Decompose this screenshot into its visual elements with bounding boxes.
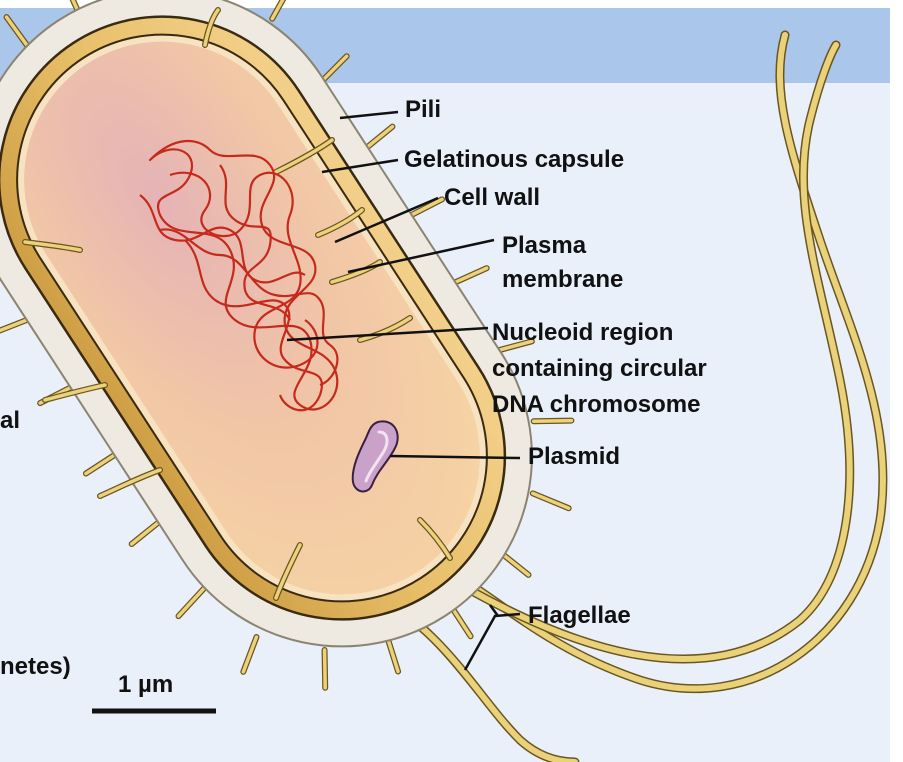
flagellae-leader-lower: [463, 612, 521, 671]
plasmid: [351, 420, 399, 493]
nucleoid-region-label: Nucleoid region containing circular DNA …: [492, 319, 707, 418]
scale-bar-label: 1 µm: [118, 671, 174, 698]
pili-label: Pili: [405, 96, 442, 123]
nucleoid-dna: [139, 139, 339, 412]
wall-pili: [22, 7, 453, 601]
pili-leader: [339, 110, 399, 120]
flagellae-label: Flagellae: [528, 602, 631, 629]
clipped-left-text-lower: netes): [0, 653, 71, 680]
plasma-membrane-label: Plasma membrane: [502, 232, 624, 293]
cell-wall-label: Cell wall: [444, 184, 541, 211]
gelatinous-capsule-label: Gelatinous capsule: [404, 146, 625, 173]
plasmid-label: Plasmid: [528, 443, 621, 470]
flagella: [380, 30, 888, 762]
right-margin: [890, 0, 903, 762]
clipped-left-text-upper: al: [0, 407, 21, 434]
nucleoid-leader: [286, 326, 489, 342]
cell-wall-leader: [334, 196, 439, 244]
leader-lines: [286, 110, 521, 671]
flagellae-leader-upper: [488, 604, 500, 617]
capsule-leader: [321, 158, 399, 174]
plasmid-leader: [389, 454, 521, 460]
plasma-membrane-leader: [347, 238, 495, 274]
top-gap: [0, 0, 903, 8]
